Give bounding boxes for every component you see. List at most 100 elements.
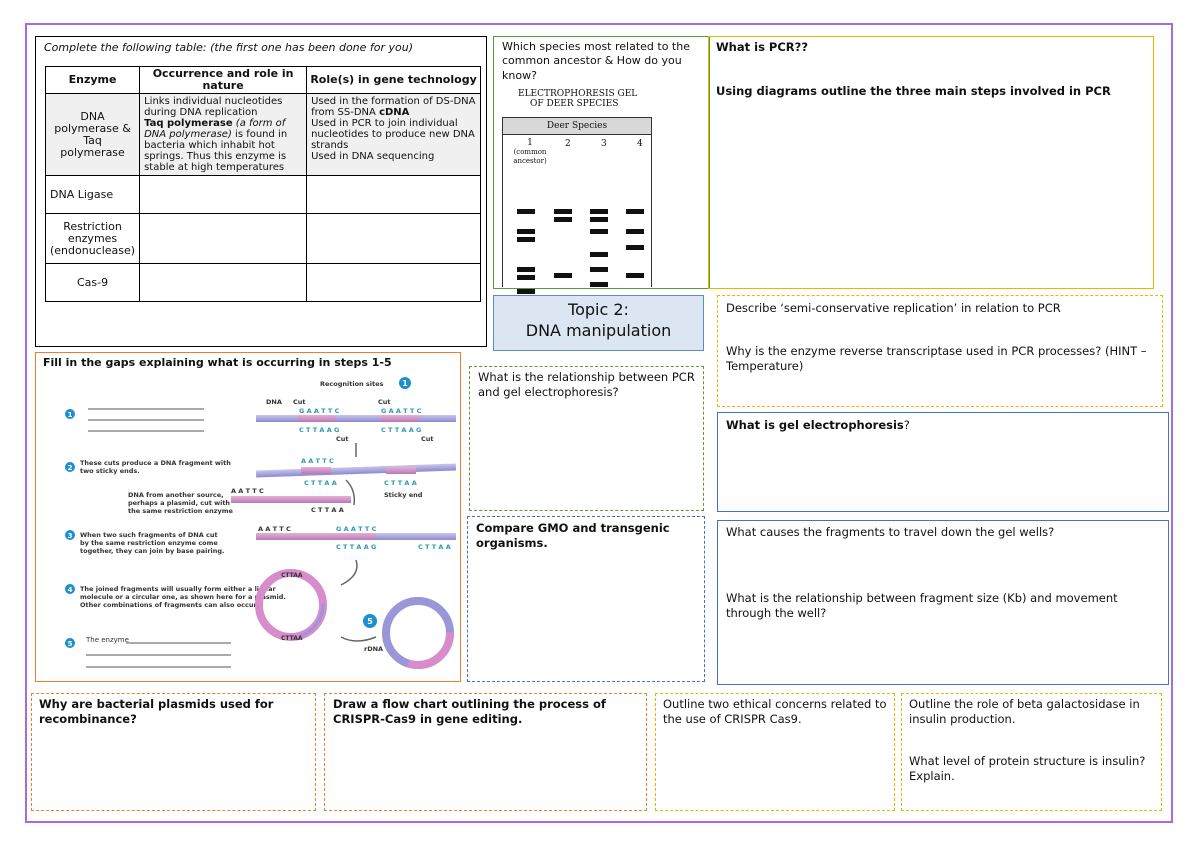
step-1-lines (88, 408, 204, 432)
lane-label-4: 4 (637, 139, 643, 149)
technology-cell-cas9[interactable] (306, 263, 481, 303)
enzyme-table: Enzyme Occurrence and role in nature Rol… (44, 65, 481, 303)
topic-number: Topic 2: (568, 300, 629, 319)
step-4-text: The joined fragments will usually form e… (80, 585, 286, 609)
svg-text:1: 1 (402, 379, 408, 388)
gel-band (590, 267, 608, 272)
lane-label-3: 3 (601, 139, 607, 149)
fill-gaps-section: Fill in the gaps explaining what is occu… (35, 352, 461, 682)
technology-cell-polymerase: Used in the formation of DS-DNA from SS-… (306, 93, 481, 177)
gel-band (626, 245, 644, 250)
gmo-section: Compare GMO and transgenic organisms. (467, 516, 705, 682)
step-5-marker: 5 (65, 638, 75, 648)
crispr-question: Draw a flow chart outlining the process … (333, 697, 606, 726)
gel-band (590, 209, 608, 214)
svg-text:C T T A A: C T T A A (304, 479, 337, 487)
svg-text:CTTAA: CTTAA (281, 635, 303, 642)
ethics-question: Outline two ethical concerns related to … (663, 697, 887, 726)
header-nature: Occurrence and role in nature (139, 65, 308, 95)
svg-text:4: 4 (68, 586, 73, 594)
restriction-enzyme-diagram: 1 2 These cuts produce a DNA fragment wi… (65, 377, 457, 669)
step-5-lines (86, 642, 231, 668)
topic-title: DNA manipulation (525, 320, 672, 340)
semi-conservative-question: Describe ‘semi-conservative replication’… (726, 301, 1061, 315)
gel-figure: Deer Species 1 (common ancestor) 2 3 4 (502, 117, 652, 294)
svg-text:C T T A A: C T T A A (311, 506, 344, 514)
page-frame (25, 23, 1173, 823)
gel-band (626, 209, 644, 214)
gel-band (590, 252, 608, 257)
pcr-question: What is PCR?? (716, 40, 808, 54)
header-technology: Role(s) in gene technology (306, 65, 481, 95)
pcr-gel-relationship-question: What is the relationship between PCR and… (478, 370, 695, 399)
gel-band (517, 275, 535, 280)
gel-band (517, 267, 535, 272)
bacterial-plasmids-question: Why are bacterial plasmids used for reco… (39, 697, 274, 726)
gel-electrophoresis-section: What is gel electrophoresis? (717, 412, 1169, 512)
svg-text:C T T A A G: C T T A A G (336, 543, 376, 551)
technology-cell-ligase[interactable] (306, 175, 481, 215)
gel-electrophoresis-question: What is gel electrophoresis? (726, 418, 910, 432)
insulin-section: Outline the role of beta galactosidase i… (901, 693, 1162, 811)
svg-text:C T T A A: C T T A A (418, 543, 451, 551)
svg-text:A A T T C: A A T T C (231, 487, 264, 495)
svg-text:5: 5 (68, 640, 73, 648)
technology-cell-restriction[interactable] (306, 213, 481, 265)
gel-title: ELECTROPHORESIS GEL OF DEER SPECIES (518, 89, 638, 110)
step-2-marker: 2 (65, 462, 75, 472)
step-1-marker: 1 (65, 409, 75, 419)
gel-band (626, 273, 644, 278)
crispr-section: Draw a flow chart outlining the process … (324, 693, 647, 811)
lane-label-2: 2 (565, 139, 571, 149)
pcr-section: What is PCR?? Using diagrams outline the… (708, 36, 1154, 289)
gel-header: Deer Species (503, 117, 651, 135)
beta-galactosidase-question: Outline the role of beta galactosidase i… (909, 697, 1140, 726)
gel-band (517, 209, 535, 214)
header-enzyme: Enzyme (44, 65, 141, 95)
topic-box: Topic 2: DNA manipulation (493, 295, 704, 351)
svg-text:DNA: DNA (266, 398, 282, 406)
nature-cell-ligase[interactable] (139, 175, 308, 215)
svg-text:Cut: Cut (336, 435, 349, 443)
nature-cell-restriction[interactable] (139, 213, 308, 265)
svg-text:Recognition sites: Recognition sites (320, 380, 384, 388)
nature-cell-cas9[interactable] (139, 263, 308, 303)
svg-text:Cut: Cut (421, 435, 434, 443)
gmo-question: Compare GMO and transgenic organisms. (476, 521, 670, 550)
species-section: Which species most related to the common… (493, 36, 710, 294)
svg-text:G A A T T C: G A A T T C (381, 407, 422, 415)
fill-gaps-title: Fill in the gaps explaining what is occu… (43, 356, 392, 369)
svg-text:A A T T C: A A T T C (301, 457, 334, 465)
enzyme-cell-ligase: DNA Ligase (44, 175, 141, 215)
gel-band (554, 209, 572, 214)
gel-band (517, 289, 535, 294)
gel-band (517, 229, 535, 234)
svg-text:A A T T C: A A T T C (258, 525, 291, 533)
gel-band (554, 273, 572, 278)
gel-band (626, 229, 644, 234)
pcr-gel-relationship-section: What is the relationship between PCR and… (469, 366, 704, 511)
step-3-marker: 3 (65, 530, 75, 540)
svg-text:C T T A A: C T T A A (384, 479, 417, 487)
gel-fragments-section: What causes the fragments to travel down… (717, 520, 1169, 685)
svg-text:G A A T T C: G A A T T C (336, 525, 377, 533)
semi-conservative-section: Describe ‘semi-conservative replication’… (717, 295, 1163, 407)
step-5-text: The enzyme (85, 636, 129, 644)
svg-text:C T T A A G: C T T A A G (381, 426, 421, 434)
svg-text:3: 3 (68, 532, 73, 540)
reverse-transcriptase-question: Why is the enzyme reverse transcriptase … (726, 344, 1147, 373)
table-instruction: Complete the following table: (the first… (44, 41, 414, 54)
enzyme-cell-cas9: Cas-9 (44, 263, 141, 303)
svg-text:C T T A A G: C T T A A G (299, 426, 339, 434)
gel-band (554, 217, 572, 222)
svg-text:2: 2 (68, 464, 73, 472)
lane-label-1: 1 (common ancestor) (513, 138, 547, 165)
species-question: Which species most related to the common… (502, 40, 690, 82)
svg-text:G A A T T C: G A A T T C (299, 407, 340, 415)
nature-cell-polymerase: Links individual nucleotides during DNA … (139, 93, 308, 177)
fragment-size-question: What is the relationship between fragmen… (726, 591, 1118, 620)
svg-text:Cut: Cut (293, 398, 306, 406)
pcr-steps-question: Using diagrams outline the three main st… (716, 84, 1111, 98)
enzyme-cell-polymerase: DNA polymerase & Taq polymerase (44, 93, 141, 177)
